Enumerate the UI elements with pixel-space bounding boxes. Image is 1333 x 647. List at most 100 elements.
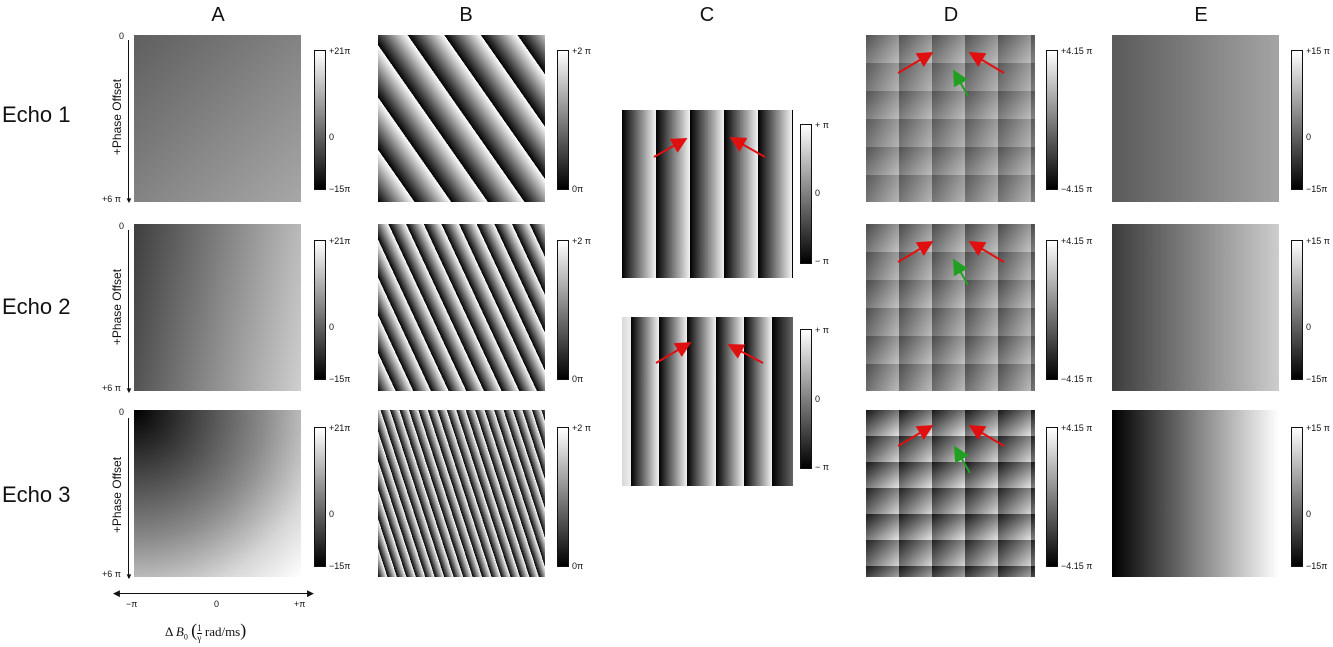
colorbar-c-2 (800, 329, 812, 469)
colorbar-tick: +2 π (572, 423, 591, 433)
x-axis-label-delta: Δ (165, 624, 173, 639)
column-title-c: C (699, 4, 715, 26)
colorbar-d-3 (1046, 427, 1058, 567)
image-e-echo-3 (1112, 410, 1279, 577)
column-title-a: A (211, 4, 225, 26)
column-title-e: E (1194, 4, 1208, 26)
y-axis-bottom-tick: +6 π (102, 383, 121, 393)
y-axis-label: +Phase Offset (110, 268, 124, 346)
colorbar-tick: − π (815, 462, 829, 472)
y-axis-top-tick: 0 (119, 221, 125, 231)
column-title-b: B (459, 4, 473, 26)
colorbar-tick: −15π (1306, 184, 1328, 194)
colorbar-tick: +21π (329, 423, 351, 433)
colorbar-tick: +4.15 π (1061, 423, 1093, 433)
colorbar-tick: −15π (329, 184, 351, 194)
image-d-echo-3 (866, 410, 1035, 577)
colorbar-b-2 (557, 240, 569, 380)
arrow-down-icon: ▼ (125, 572, 133, 581)
colorbar-tick: 0 (1306, 132, 1312, 142)
colorbar-b-3 (557, 427, 569, 567)
colorbar-tick: −15π (329, 374, 351, 384)
x-axis-label-b: B (175, 624, 184, 639)
colorbar-tick: +4.15 π (1061, 46, 1093, 56)
colorbar-tick: +4.15 π (1061, 236, 1093, 246)
y-axis-label: +Phase Offset (110, 78, 124, 156)
image-a-echo-2 (134, 224, 301, 391)
y-axis-top-tick: 0 (119, 31, 125, 41)
colorbar-tick: 0 (1306, 509, 1312, 519)
arrow-down-icon: ▼ (125, 196, 133, 205)
row-label-echo-1: Echo 1 (2, 102, 71, 127)
colorbar-tick: −15π (1306, 561, 1328, 571)
colorbar-tick: 0π (572, 561, 584, 571)
image-b-echo-2 (378, 224, 545, 391)
colorbar-c-1 (800, 124, 812, 264)
colorbar-tick: 0 (329, 322, 335, 332)
colorbar-tick: 0 (815, 394, 821, 404)
colorbar-b-1 (557, 50, 569, 190)
colorbar-tick: 0 (329, 132, 335, 142)
y-axis-line-1 (128, 40, 129, 200)
x-axis-label-sub: 0 (183, 632, 188, 642)
colorbar-tick: + π (815, 325, 829, 335)
colorbar-tick: +15 π (1306, 423, 1330, 433)
y-axis-bottom-tick: +6 π (102, 569, 121, 579)
image-a-echo-1 (134, 35, 301, 202)
colorbar-tick: + π (815, 120, 829, 130)
colorbar-tick: 0 (329, 509, 335, 519)
x-axis-tick-left: −π (126, 599, 138, 609)
colorbar-tick: −15π (1306, 374, 1328, 384)
y-axis-line-2 (128, 230, 129, 390)
colorbar-tick: +2 π (572, 236, 591, 246)
colorbar-e-3 (1291, 427, 1303, 567)
y-axis-label: +Phase Offset (110, 456, 124, 534)
colorbar-tick: +15 π (1306, 236, 1330, 246)
arrow-right-icon: ▶ (307, 588, 314, 598)
colorbar-tick: −4.15 π (1061, 561, 1093, 571)
x-axis-label-num: 1 (197, 622, 202, 634)
x-axis-tick-mid: 0 (214, 599, 220, 609)
image-e-echo-2 (1112, 224, 1279, 391)
image-c-1 (622, 110, 793, 278)
arrow-down-icon: ▼ (125, 386, 133, 395)
x-axis-label-unit: rad/ms (204, 624, 241, 639)
image-a-echo-3 (134, 410, 301, 577)
colorbar-a-3 (314, 427, 326, 567)
column-title-d: D (943, 4, 959, 26)
colorbar-tick: 0 (1306, 322, 1312, 332)
colorbar-tick: 0 (815, 188, 821, 198)
colorbar-tick: 0π (572, 184, 584, 194)
image-b-echo-1 (378, 35, 545, 202)
x-axis-label-den: γ (197, 632, 202, 643)
colorbar-tick: 0π (572, 374, 584, 384)
y-axis-line-3 (128, 418, 129, 578)
image-c-2 (622, 317, 793, 486)
colorbar-tick: +2 π (572, 46, 591, 56)
colorbar-tick: +21π (329, 236, 351, 246)
image-b-echo-3 (378, 410, 545, 577)
colorbar-tick: − π (815, 256, 829, 266)
row-label-echo-3: Echo 3 (2, 482, 71, 507)
arrow-left-icon: ◀ (113, 588, 120, 598)
image-e-echo-1 (1112, 35, 1279, 202)
colorbar-tick: −4.15 π (1061, 184, 1093, 194)
y-axis-top-tick: 0 (119, 407, 125, 417)
colorbar-d-1 (1046, 50, 1058, 190)
row-label-echo-2: Echo 2 (2, 294, 71, 319)
x-axis-line (118, 593, 312, 594)
x-axis-tick-right: +π (294, 599, 306, 609)
image-d-echo-2 (866, 224, 1035, 391)
image-d-echo-1 (866, 35, 1035, 202)
colorbar-tick: −4.15 π (1061, 374, 1093, 384)
colorbar-e-1 (1291, 50, 1303, 190)
colorbar-tick: −15π (329, 561, 351, 571)
colorbar-a-1 (314, 50, 326, 190)
y-axis-bottom-tick: +6 π (102, 194, 121, 204)
colorbar-a-2 (314, 240, 326, 380)
colorbar-tick: +15 π (1306, 46, 1330, 56)
colorbar-tick: +21π (329, 46, 351, 56)
colorbar-d-2 (1046, 240, 1058, 380)
colorbar-e-2 (1291, 240, 1303, 380)
